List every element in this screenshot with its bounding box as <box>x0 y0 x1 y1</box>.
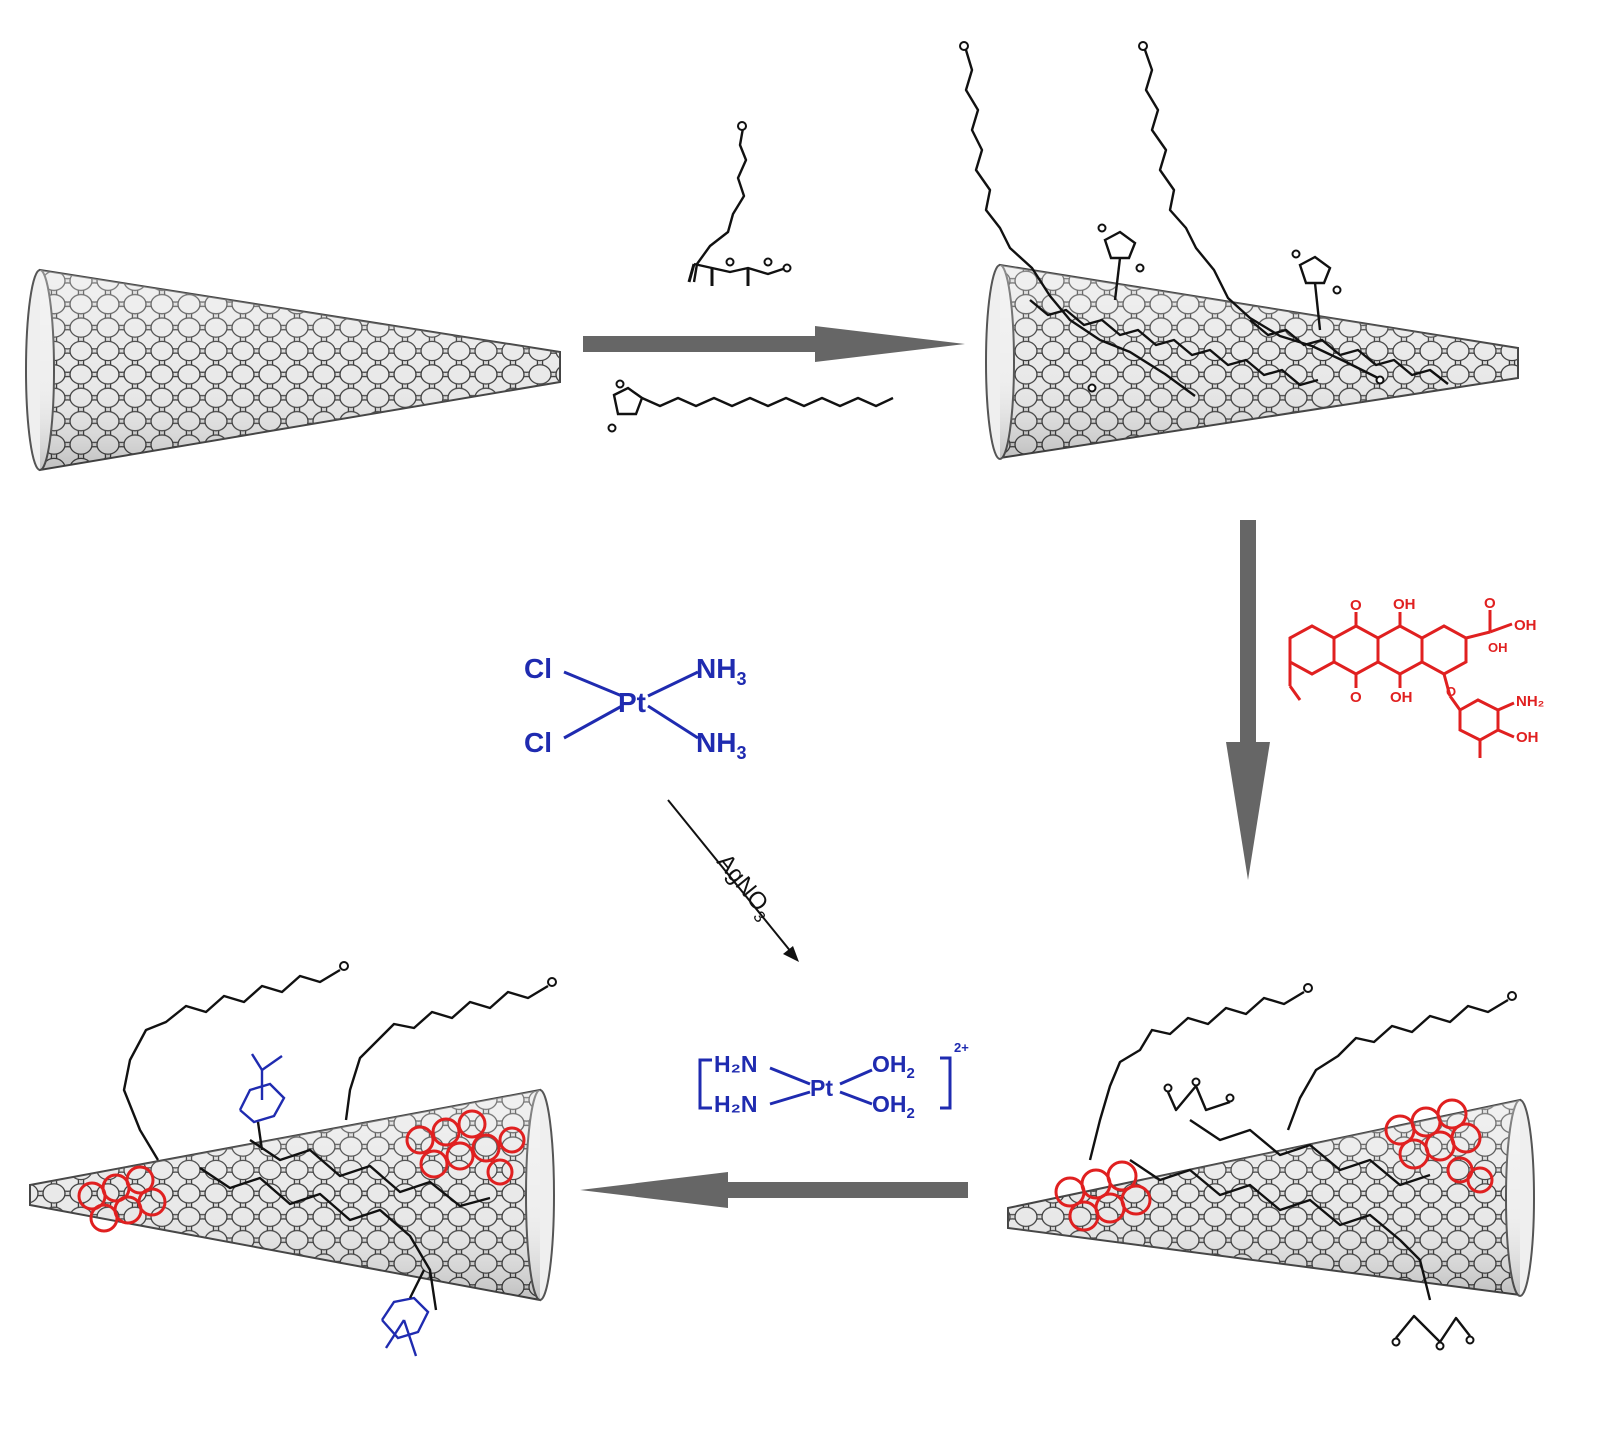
nanotube-dual-drug-loaded <box>29 1088 555 1302</box>
peg-chains-right-tube <box>1088 983 1517 1301</box>
doxorubicin-labels: O OH O OH OH O OH O NH₂ OH <box>1350 595 1544 746</box>
agno3-label: AgNO3 <box>708 849 779 926</box>
cisplatin-cl-bottom: Cl <box>524 727 552 758</box>
alkenyl-succinic-anhydride-reagent <box>607 379 894 433</box>
dox-oh-end: OH <box>1514 617 1537 634</box>
cisplatin-cl-top: Cl <box>524 653 552 684</box>
pt-conjugate-top <box>238 1053 286 1151</box>
anhydride-group-2 <box>1291 249 1342 331</box>
aqua-h2n-top: H₂N <box>714 1051 757 1077</box>
nanotube-functionalized <box>985 263 1519 460</box>
succinate-groups-right-tube <box>1163 1077 1475 1351</box>
nanotube-pristine <box>25 268 561 472</box>
agno3-arrow: AgNO3 <box>667 799 799 962</box>
aqua-platinum-complex: H₂N H₂N Pt OH2 OH2 2+ <box>698 1040 969 1122</box>
aqua-charge: 2+ <box>954 1040 969 1055</box>
peg-chain-1 <box>959 41 1196 397</box>
alkyl-chains-on-tube-top <box>1029 299 1449 393</box>
arrow-right-step1 <box>583 326 965 362</box>
dox-oh-sugar: OH <box>1516 729 1539 746</box>
aqua-h2n-bottom: H₂N <box>714 1091 757 1117</box>
dox-stack-left-tube <box>77 1109 526 1233</box>
aqua-pt: Pt <box>810 1075 833 1101</box>
peg-lipid-reagent <box>687 121 792 286</box>
peg-chains-left-tube <box>122 961 557 1311</box>
dox-o-keto: O <box>1484 595 1496 612</box>
peg-chain-2 <box>1138 41 1379 380</box>
cisplatin-nh3-bottom: NH3 <box>696 727 746 763</box>
cisplatin-pt: Pt <box>618 687 646 718</box>
anhydride-group-1 <box>1097 223 1145 301</box>
dox-nh2: NH₂ <box>1516 693 1544 710</box>
dox-o-glycosidic: O <box>1446 684 1456 699</box>
arrow-left-step3 <box>580 1172 968 1208</box>
aqua-oh2-bottom: OH2 <box>872 1091 915 1122</box>
dox-oh-side: OH <box>1488 640 1508 655</box>
aqua-oh2-top: OH2 <box>872 1051 915 1082</box>
dox-oh-top: OH <box>1393 596 1416 613</box>
arrow-down-step2 <box>1226 520 1270 880</box>
dox-o-top: O <box>1350 597 1362 614</box>
cisplatin-nh3-top: NH3 <box>696 653 746 689</box>
pt-conjugate-bottom <box>381 1269 430 1357</box>
dox-o-bottom: O <box>1350 689 1362 706</box>
dox-oh-bottom: OH <box>1390 689 1413 706</box>
dox-stack-right-tube <box>1054 1098 1494 1232</box>
cisplatin-structure: Cl Cl Pt NH3 NH3 <box>524 653 746 763</box>
doxorubicin-structure <box>1288 610 1515 758</box>
